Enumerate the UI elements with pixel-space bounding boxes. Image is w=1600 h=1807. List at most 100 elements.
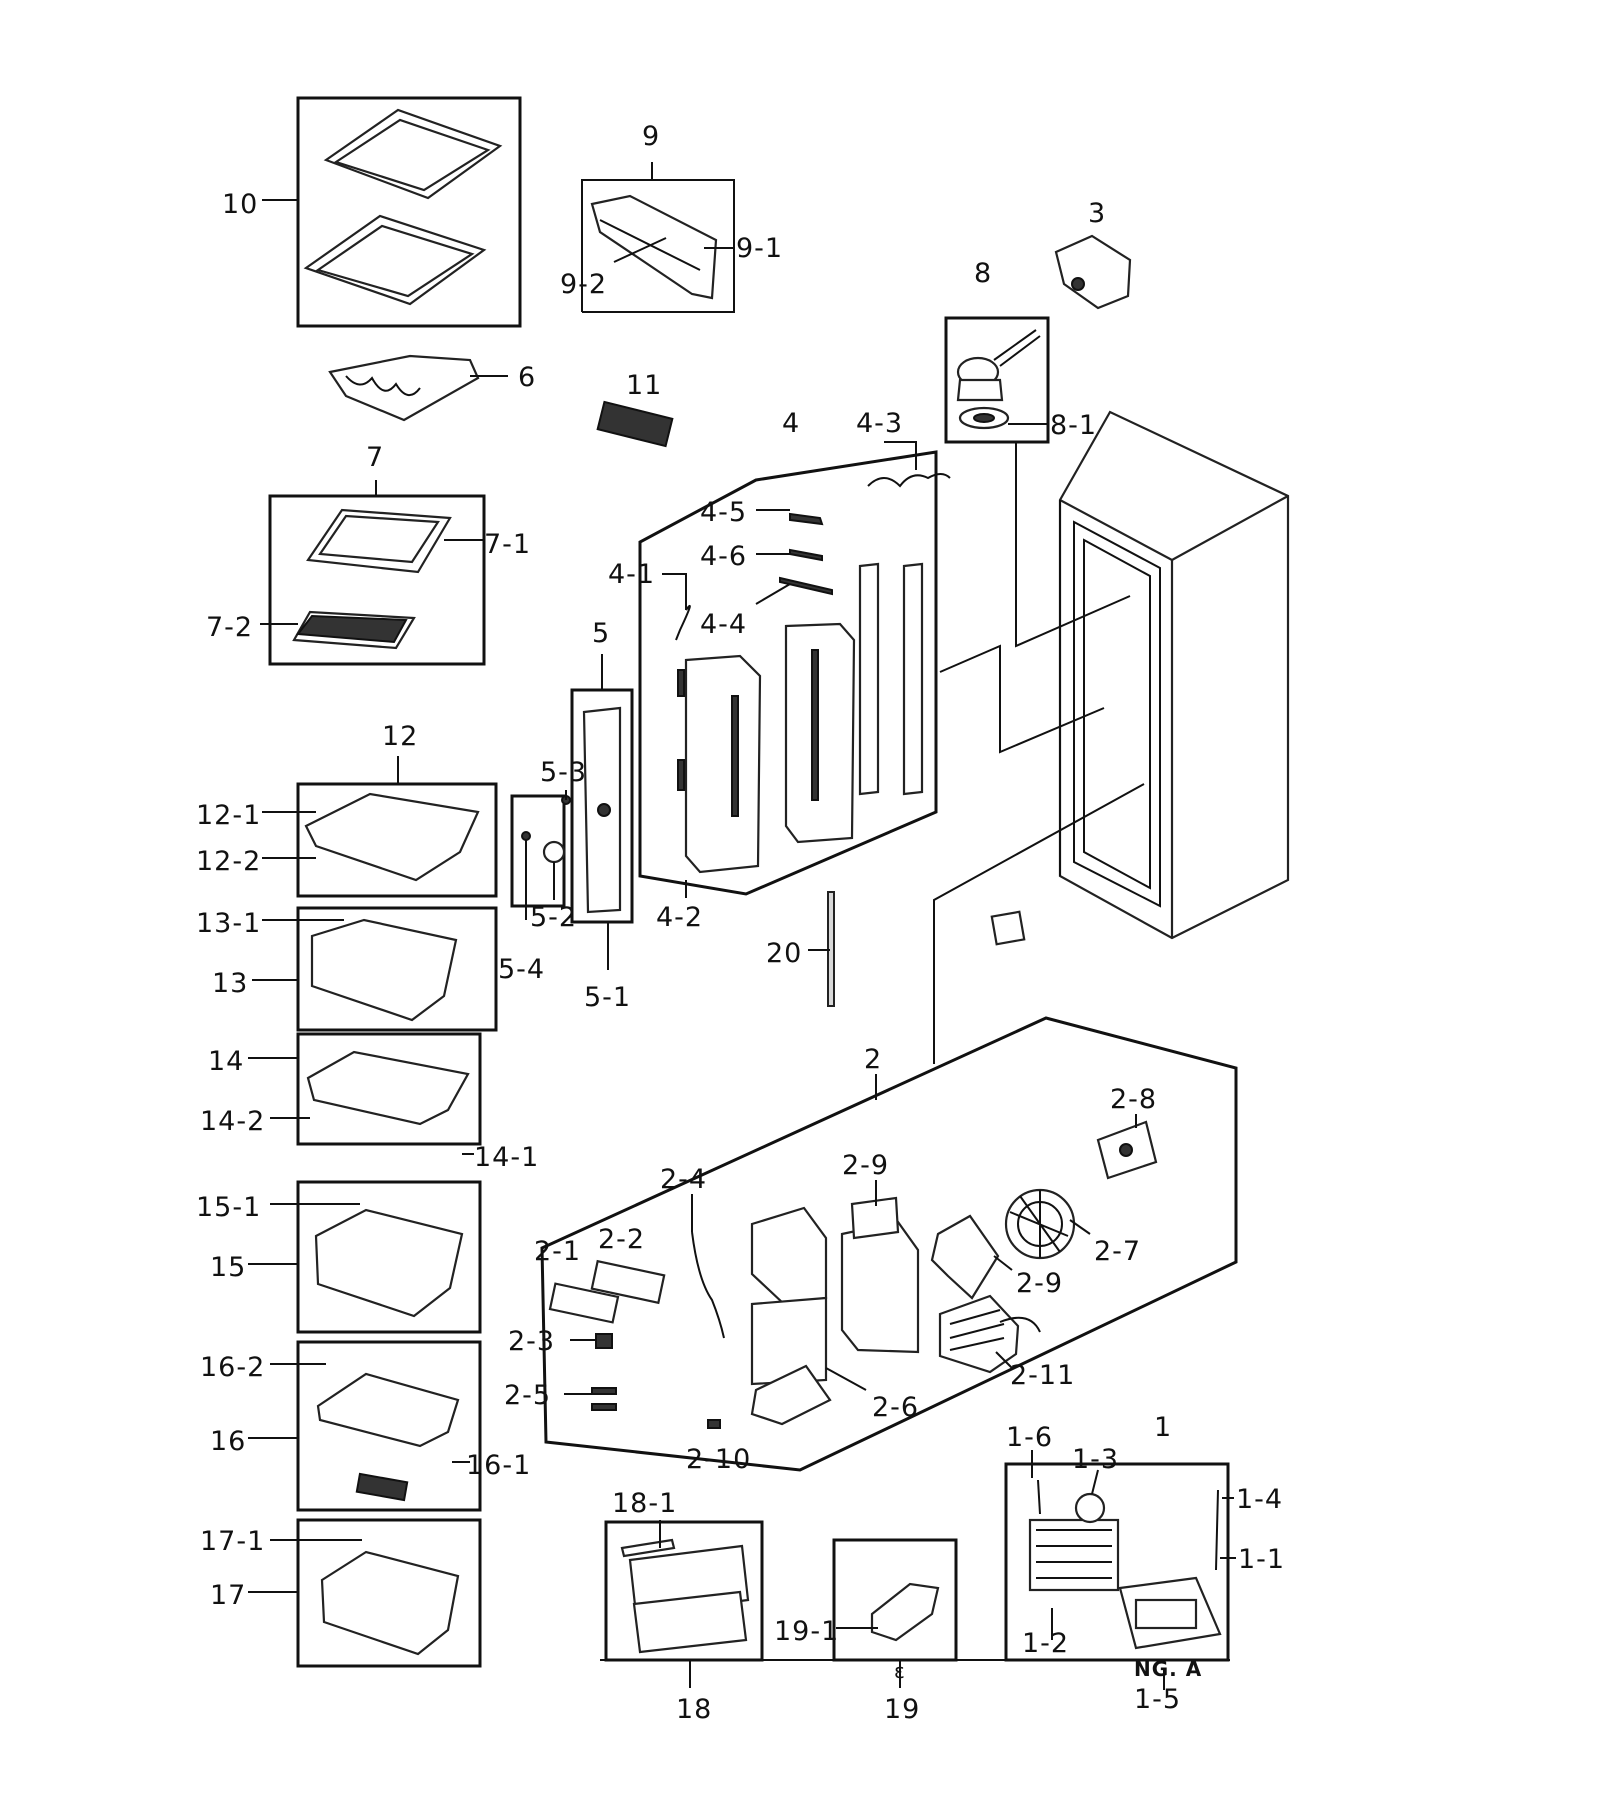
connector-2 (933, 783, 1145, 1064)
group-box-13 (296, 906, 498, 1032)
cover-icon (1054, 234, 1132, 310)
label-12: 12 (382, 721, 418, 752)
label-2-6: 2-6 (872, 1392, 919, 1423)
part-2-5b-icon (591, 1403, 617, 1411)
ice-bucket-icon (620, 1538, 750, 1654)
label-2-2: 2-2 (598, 1224, 645, 1255)
group-box-2 (540, 1016, 1238, 1472)
label-13: 13 (212, 968, 248, 999)
group-box-5 (570, 688, 634, 924)
label-1-3: 1-3 (1072, 1444, 1119, 1475)
label-9: 9 (642, 121, 660, 152)
label-16-1: 16-1 (466, 1450, 531, 1481)
label-2-4: 2-4 (660, 1164, 707, 1195)
label-14-1: 14-1 (474, 1142, 539, 1173)
connector-8 (1015, 442, 1131, 648)
door-bin-icon (590, 194, 718, 300)
label-2: 2 (864, 1044, 882, 1075)
label-7-1: 7-1 (484, 529, 531, 560)
label-19-1: 19-1 (774, 1616, 839, 1647)
label-2-5: 2-5 (504, 1380, 551, 1411)
label-2-1: 2-1 (534, 1236, 581, 1267)
label-1: 1 (1154, 1412, 1172, 1443)
bulb-5-2-icon (542, 840, 566, 864)
label-4-5: 4-5 (700, 497, 747, 528)
label-5-2: 5-2 (530, 902, 577, 933)
label-1-4: 1-4 (1236, 1484, 1283, 1515)
label-small-mark: ɛ (894, 1659, 906, 1683)
label-5: 5 (592, 618, 610, 649)
label-4-4: 4-4 (700, 609, 747, 640)
fan-motor-icon (930, 1120, 1158, 1300)
leader-2-11 (995, 1351, 1013, 1369)
leader-4-4 (755, 583, 791, 605)
strip-4-2b-icon (677, 759, 685, 791)
strip-4-4-icon (779, 576, 833, 596)
leader-1-3 (1091, 1469, 1099, 1495)
panel-2-2-icon (590, 1259, 666, 1305)
part-2-3-icon (595, 1333, 613, 1349)
label-2-7: 2-7 (1094, 1236, 1141, 1267)
label-3: 3 (1088, 198, 1106, 229)
group-box-4 (638, 450, 938, 896)
clip-4-5-icon (789, 512, 824, 526)
label-1-6: 1-6 (1006, 1422, 1053, 1453)
leader-4-3 (884, 441, 917, 470)
label-11: 11 (626, 370, 662, 401)
label-7: 7 (366, 442, 384, 473)
panel-2-1-icon (548, 1282, 620, 1324)
label-8-1: 8-1 (1050, 410, 1097, 441)
connector-4 (939, 644, 1105, 754)
label-4-3: 4-3 (856, 408, 903, 439)
label-16: 16 (210, 1426, 246, 1457)
refrigerator-cabinet-icon (1058, 410, 1290, 940)
glass-shelf-icon (303, 108, 503, 306)
ice-motor-icon (956, 329, 1041, 430)
label-1-2: 1-2 (1022, 1628, 1069, 1659)
leader-4-1 (662, 573, 687, 610)
leader-2-9b (993, 1255, 1013, 1271)
group-box-14 (296, 1032, 482, 1146)
label-2-10: 2-10 (686, 1444, 751, 1475)
label-18: 18 (676, 1694, 712, 1725)
group-box-10 (296, 96, 522, 328)
label-20: 20 (766, 938, 802, 969)
label-9-2: 9-2 (560, 269, 607, 300)
label-5-3: 5-3 (540, 757, 587, 788)
label-9-1: 9-1 (736, 233, 783, 264)
label-4-6: 4-6 (700, 541, 747, 572)
label-18-1: 18-1 (612, 1488, 677, 1519)
label-2-8: 2-8 (1110, 1084, 1157, 1115)
label-19: 19 (884, 1694, 920, 1725)
group-box-16 (296, 1340, 482, 1512)
label-4-1: 4-1 (608, 559, 655, 590)
label-12-2: 12-2 (196, 846, 261, 877)
label-2-11: 2-11 (1010, 1360, 1075, 1391)
bracket-9 (581, 162, 735, 313)
label-1-5: 1-5 (1134, 1684, 1181, 1715)
screw-5-4-icon (521, 831, 531, 841)
label-17-1: 17-1 (200, 1526, 265, 1557)
label-5-4: 5-4 (498, 954, 545, 985)
group-box-15 (296, 1180, 482, 1334)
part-2-10-icon (707, 1419, 721, 1429)
label-4: 4 (782, 408, 800, 439)
label-2-9b: 2-9 (1016, 1268, 1063, 1299)
leader-9-2 (613, 237, 667, 263)
leader-2-6 (825, 1367, 867, 1391)
label-17: 17 (210, 1580, 246, 1611)
label-1-1: 1-1 (1238, 1544, 1285, 1575)
folding-shelf-icon (292, 508, 452, 650)
strip-4-2-icon (677, 669, 685, 697)
label-15: 15 (210, 1252, 246, 1283)
evaporator-2-11-icon (938, 1294, 1041, 1374)
filter-cover-icon (596, 400, 674, 448)
label-6: 6 (518, 362, 536, 393)
label-14-2: 14-2 (200, 1106, 265, 1137)
label-8: 8 (974, 258, 992, 289)
label-4-2: 4-2 (656, 902, 703, 933)
label-2-9a: 2-9 (842, 1150, 889, 1181)
label-15-1: 15-1 (196, 1192, 261, 1223)
wine-rack-icon (328, 354, 480, 422)
